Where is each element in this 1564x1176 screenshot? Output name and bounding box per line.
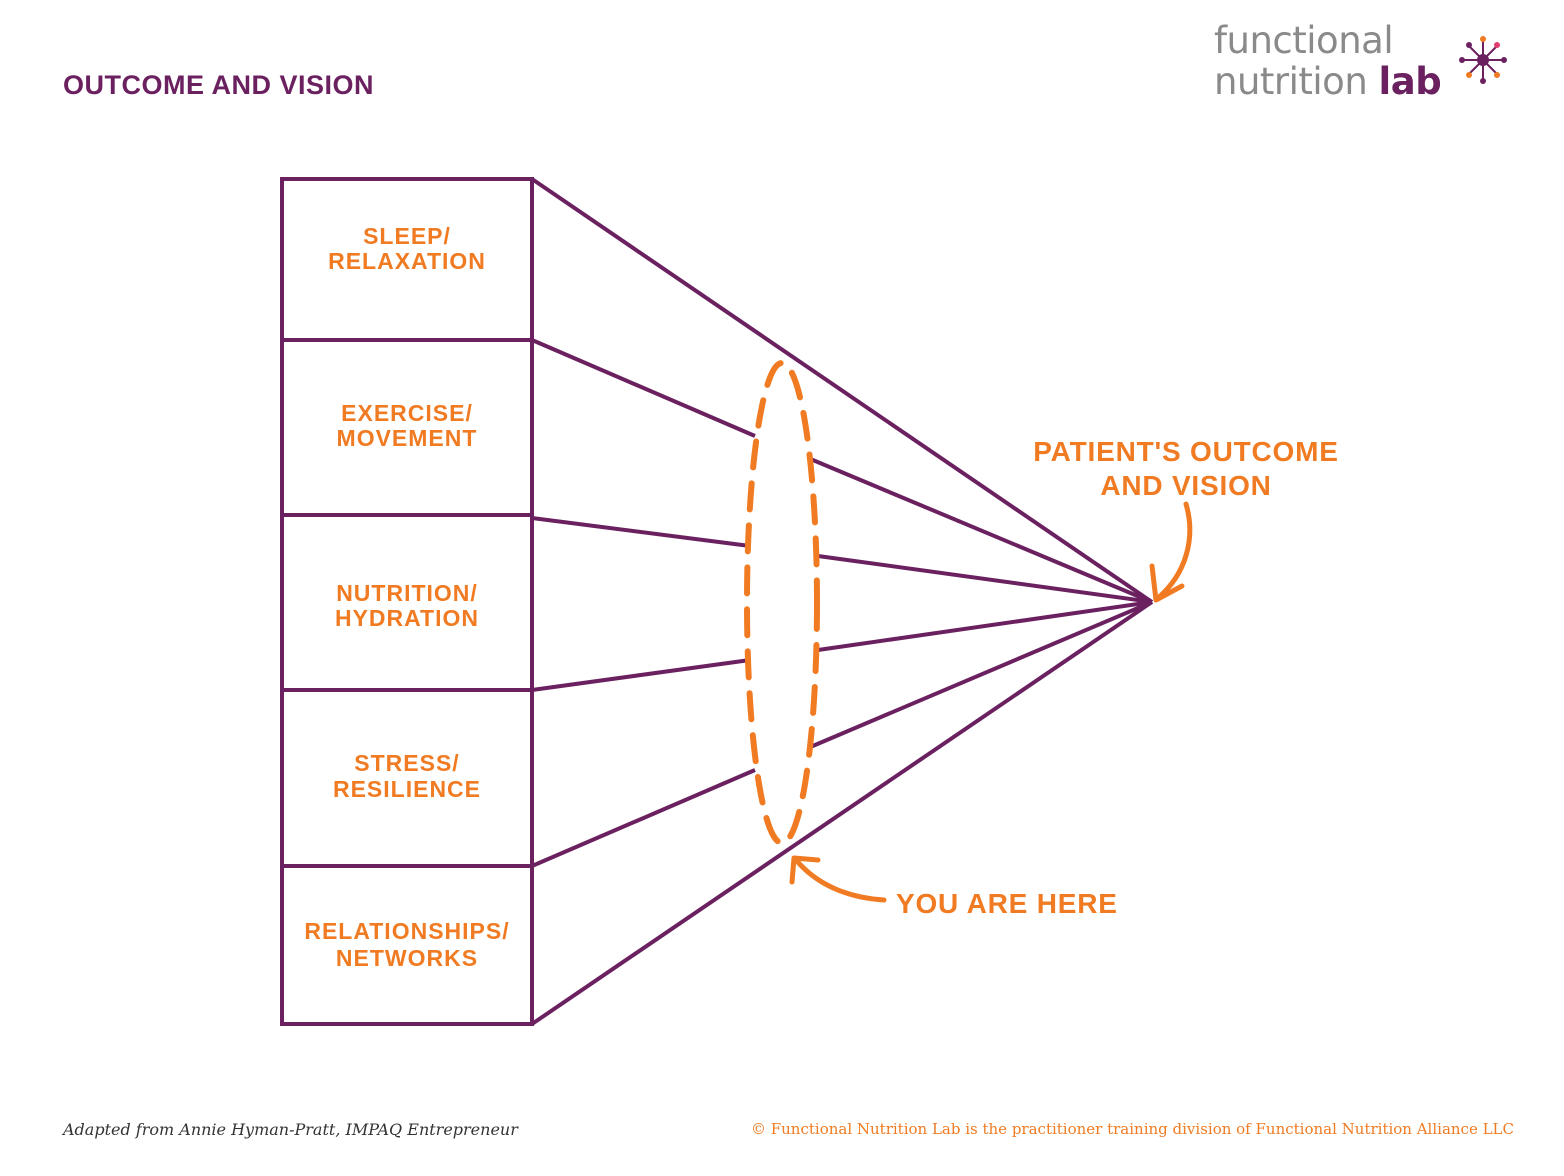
- footer-credit: Adapted from Annie Hyman-Pratt, IMPAQ En…: [63, 1120, 518, 1139]
- line-segment: [531, 516, 751, 548]
- line-segment: [807, 456, 1153, 604]
- box-label-stress-line2: RESILIENCE: [333, 776, 481, 802]
- box-label-relationships-line2: NETWORKS: [336, 945, 478, 971]
- pillar-boxes: [280, 177, 534, 1026]
- outcome-label-line2: AND VISION: [1100, 470, 1271, 501]
- box-label-exercise-line1: EXERCISE/: [341, 400, 473, 426]
- footer-copyright: © Functional Nutrition Lab is the practi…: [750, 1120, 1514, 1138]
- line-segment: [531, 768, 756, 868]
- box-label-stress-line1: STRESS/: [354, 750, 459, 776]
- starburst-logo-icon: [1459, 36, 1507, 84]
- line-segment: [817, 600, 1153, 652]
- line-segment: [531, 658, 751, 692]
- you-are-here-dashed-ellipse: [744, 360, 820, 846]
- box-label-sleep-line1: SLEEP/: [363, 223, 451, 249]
- pillar-box-outline: [280, 177, 534, 1026]
- page-title: OUTCOME AND VISION: [63, 70, 375, 100]
- logo-text-regular: nutrition: [1214, 60, 1379, 103]
- brand-logo: functional nutrition lab: [1214, 18, 1524, 108]
- outcome-label-line1: PATIENT'S OUTCOME: [1033, 436, 1338, 467]
- box-label-relationships-line1: RELATIONSHIPS/: [304, 918, 509, 944]
- outer-line-top: [530, 177, 1154, 604]
- line-segment: [531, 338, 756, 438]
- you-are-here-arrow-icon: [789, 855, 887, 903]
- logo-text-line1: functional: [1214, 19, 1394, 62]
- box-label-nutrition-line2: HYDRATION: [335, 605, 479, 631]
- you-are-here-label: YOU ARE HERE: [896, 888, 1118, 919]
- line-segment: [807, 600, 1153, 750]
- box-label-sleep-line2: RELAXATION: [328, 248, 486, 274]
- box-label-nutrition-line1: NUTRITION/: [336, 580, 478, 606]
- converging-lines: [530, 177, 1154, 1026]
- outer-line-bottom: [530, 600, 1154, 1026]
- outcome-arrow-icon: [1149, 501, 1193, 603]
- line-segment: [817, 554, 1153, 604]
- box-label-exercise-line2: MOVEMENT: [337, 425, 478, 451]
- logo-text-bold: lab: [1378, 60, 1442, 103]
- logo-text-line2: nutrition lab: [1214, 60, 1442, 103]
